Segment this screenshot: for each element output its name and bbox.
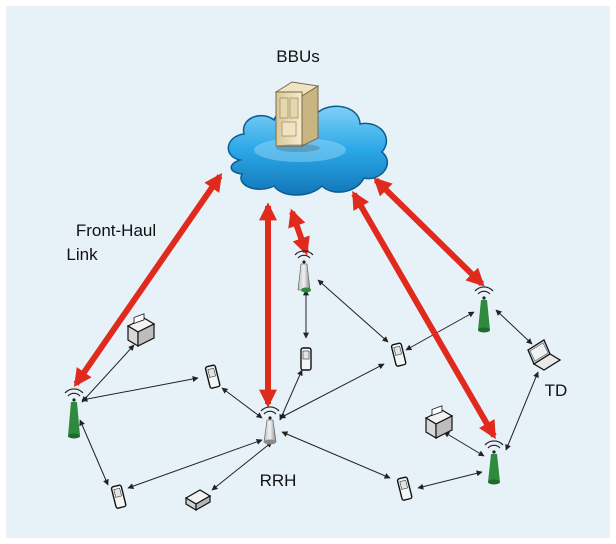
printer-icon (126, 313, 156, 348)
fronthaul-links (73, 173, 497, 440)
mobile-phone-icon (390, 342, 407, 367)
rrh-tower-left (64, 388, 84, 439)
rrh-label: RRH (260, 471, 297, 490)
mobile-phone-icon (396, 476, 413, 501)
server-icon (274, 81, 320, 152)
rrh-tower-top (294, 250, 314, 293)
mobile-phone-icon (110, 484, 127, 509)
mobile-phone-icon (204, 364, 221, 389)
td-label: TD (545, 381, 568, 400)
bbus-label: BBUs (276, 47, 319, 66)
laptop-icon (527, 339, 562, 371)
fronthaul-label-line1: Front-Haul (76, 221, 156, 240)
printer-icon (424, 405, 454, 440)
rrh-tower-center (260, 406, 280, 445)
rrh-tower-right-top (474, 286, 494, 333)
scanner-icon (184, 489, 212, 512)
fronthaul-label-line2: Link (66, 245, 98, 264)
rrh-tower-right-bottom (484, 440, 504, 485)
mobile-phone-icon (300, 347, 312, 371)
